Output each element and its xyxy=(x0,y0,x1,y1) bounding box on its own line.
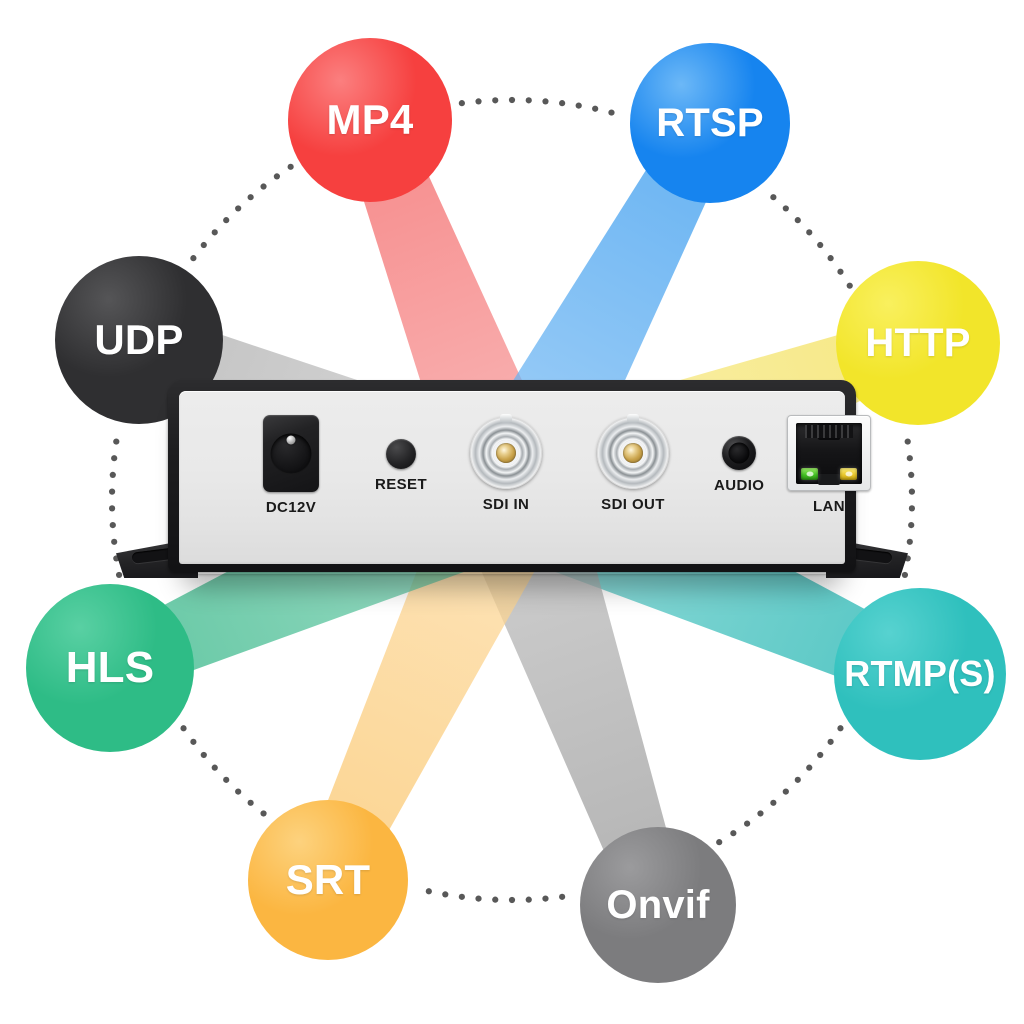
port-label-dc12v: DC12V xyxy=(265,499,317,516)
protocol-node-mp4[interactable]: MP4 xyxy=(288,38,452,202)
protocol-node-rtmps[interactable]: RTMP(S) xyxy=(834,588,1006,760)
port-sdi-out[interactable]: SDI OUT xyxy=(597,417,669,513)
protocol-node-label: Onvif xyxy=(606,883,710,927)
rj45-cavity-icon xyxy=(796,423,862,485)
bnc-connector-icon[interactable] xyxy=(597,417,669,489)
protocol-node-hls[interactable]: HLS xyxy=(26,584,194,752)
port-label-lan: LAN xyxy=(812,498,846,515)
port-reset[interactable]: RESET xyxy=(375,439,427,493)
port-audio[interactable]: AUDIO xyxy=(714,436,764,494)
lan-link-led xyxy=(801,468,818,480)
dc-power-jack-icon[interactable] xyxy=(263,415,319,492)
port-label-sdi-in: SDI IN xyxy=(482,496,530,513)
rj45-port-icon[interactable] xyxy=(787,415,871,491)
protocol-node-label: RTMP(S) xyxy=(844,653,996,694)
protocol-node-rtsp[interactable]: RTSP xyxy=(630,43,790,203)
protocol-node-label: HTTP xyxy=(865,321,971,365)
protocol-node-label: RTSP xyxy=(656,101,764,145)
audio-jack-icon[interactable] xyxy=(722,436,757,470)
port-label-sdi-out: SDI OUT xyxy=(601,496,665,513)
port-label-reset: RESET xyxy=(375,476,428,493)
audio-jack-hole-icon xyxy=(728,442,750,464)
device-chassis: DC12V RESET SDI IN SDI OUT xyxy=(168,380,871,572)
port-dc12v[interactable]: DC12V xyxy=(263,415,319,516)
protocol-node-label: MP4 xyxy=(326,96,414,143)
dotted-ring xyxy=(108,96,916,904)
protocol-node-label: HLS xyxy=(65,643,155,692)
rj45-pins-icon xyxy=(805,425,853,438)
device-unit: DC12V RESET SDI IN SDI OUT xyxy=(116,380,908,578)
protocol-node-srt[interactable]: SRT xyxy=(248,800,408,960)
port-label-audio: AUDIO xyxy=(714,477,765,494)
protocol-node-label: SRT xyxy=(285,856,371,903)
reset-button-icon[interactable] xyxy=(386,439,416,469)
protocol-node-onvif[interactable]: Onvif xyxy=(580,827,736,983)
protocol-node-http[interactable]: HTTP xyxy=(836,261,1000,425)
lan-activity-led xyxy=(840,468,857,480)
device-faceplate: DC12V RESET SDI IN SDI OUT xyxy=(179,391,871,564)
protocol-node-label: UDP xyxy=(94,316,184,363)
rj45-tab-icon xyxy=(818,474,840,485)
port-sdi-in[interactable]: SDI IN xyxy=(470,417,542,513)
port-lan[interactable]: LAN xyxy=(787,415,871,515)
bnc-connector-icon[interactable] xyxy=(470,417,542,489)
dc-jack-pin-icon xyxy=(286,435,296,445)
